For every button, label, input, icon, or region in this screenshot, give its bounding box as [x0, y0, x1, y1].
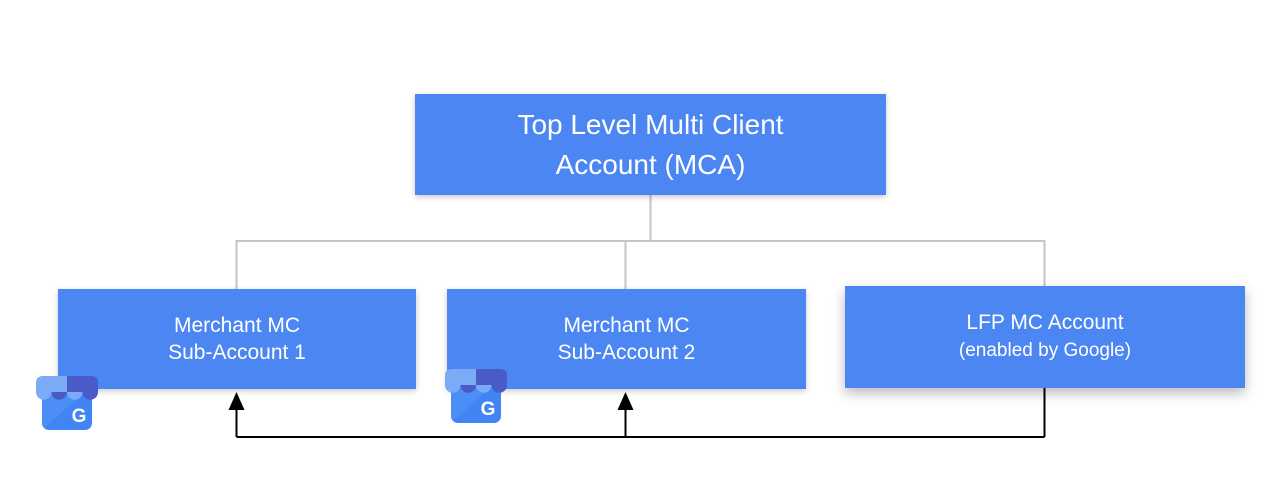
node-sub-account-1-label-line1: Merchant MC [173, 314, 301, 337]
google-g-letter: G [72, 406, 87, 427]
arrowhead-into-sub-account-1-icon [228, 392, 245, 410]
awning-scallop-1 [445, 385, 461, 393]
awning-scallop-3 [67, 392, 83, 400]
awning-scallop-4 [491, 385, 507, 393]
awning-band-right [67, 376, 98, 392]
node-sub-account-2-label-line1: Merchant MC [563, 314, 690, 337]
node-lfp-mc-account: LFP MC Account (enabled by Google) [845, 286, 1245, 388]
lfp-to-subaccounts-arrow-line [235, 388, 1046, 438]
node-merchant-sub-account-1: Merchant MC Sub-Account 1 [58, 289, 416, 389]
awning-scallop-3 [476, 385, 492, 393]
node-top-level-mca: Top Level Multi Client Account (MCA) [415, 94, 886, 195]
node-sub-account-2-label-line2: Sub-Account 2 [557, 341, 696, 364]
node-lfp-label-line1: LFP MC Account [966, 311, 1124, 334]
awning-scallop-2 [51, 392, 67, 400]
node-top-level-mca-label-line2: Account (MCA) [555, 148, 746, 180]
awning-band-left [36, 376, 67, 392]
node-top-level-mca-label-line1: Top Level Multi Client [517, 108, 784, 140]
node-lfp-label-line2: (enabled by Google) [958, 340, 1132, 361]
google-my-business-icon: G [445, 369, 507, 423]
node-merchant-sub-account-2: Merchant MC Sub-Account 2 [447, 289, 806, 389]
awning-band-right [476, 369, 507, 385]
awning-scallop-2 [460, 385, 476, 393]
awning-scallop-4 [82, 392, 98, 400]
mca-to-children-connector-line [235, 195, 1046, 290]
awning-scallop-1 [36, 392, 52, 400]
awning-band-left [445, 369, 476, 385]
google-g-letter: G [481, 399, 496, 420]
arrowhead-into-sub-account-2-icon [617, 392, 634, 410]
node-sub-account-1-label-line2: Sub-Account 1 [168, 341, 306, 364]
google-my-business-icon: G [36, 376, 98, 430]
